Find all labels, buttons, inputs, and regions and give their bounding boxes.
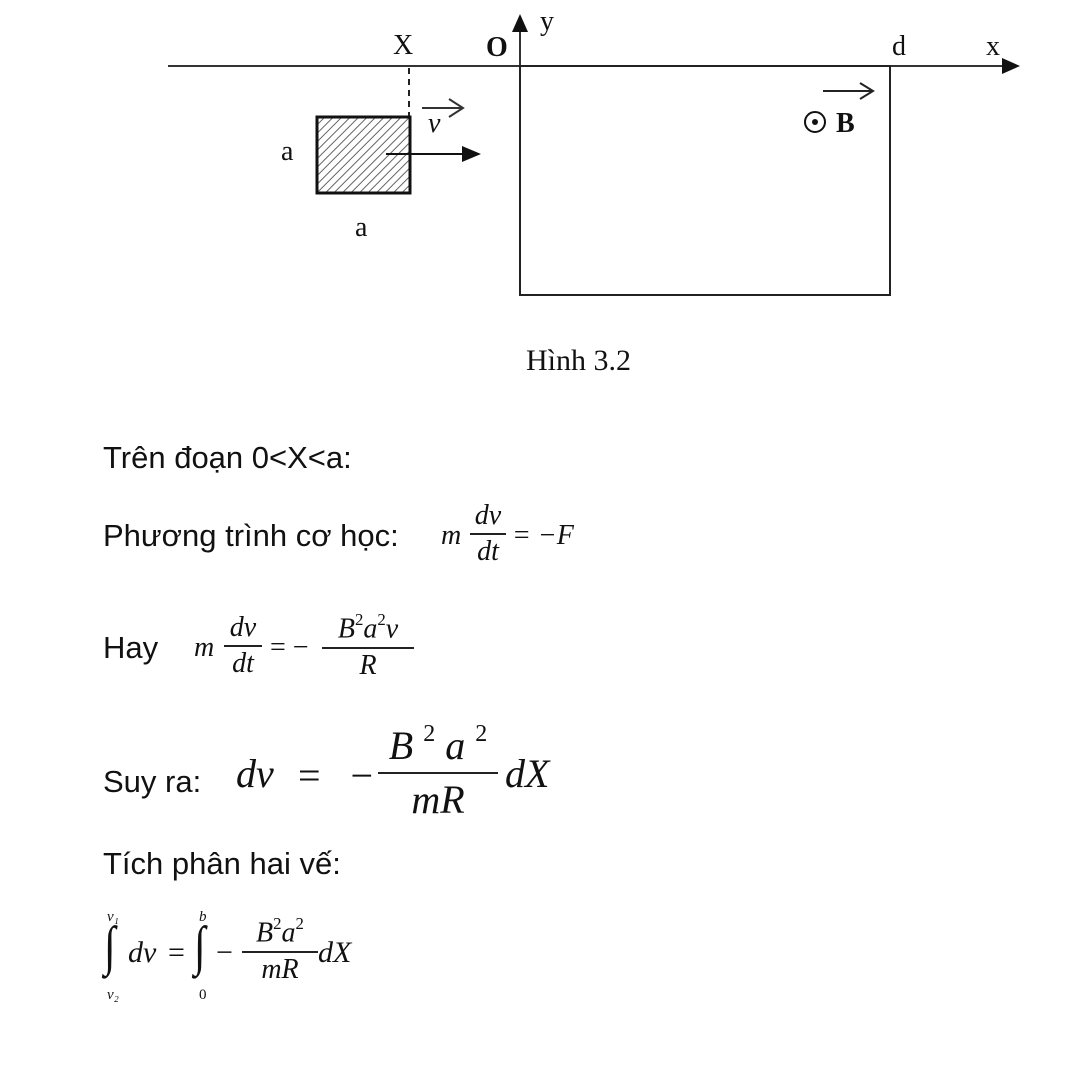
label-x-axis: x	[986, 31, 1000, 62]
segment-heading: Trên đoạn 0<X<a:	[103, 440, 352, 475]
fraction-bar	[322, 646, 414, 649]
figure-caption: Hình 3.2	[526, 344, 631, 377]
label-x-position: X	[393, 30, 414, 61]
magnetic-field-region	[519, 65, 891, 296]
eq2-mass: m	[194, 632, 215, 663]
eq1-denominator: dt	[477, 536, 499, 567]
eq3-lhs: dv	[236, 751, 274, 796]
label-magnetic-field: B	[836, 108, 855, 139]
int2-lower-limit: 0	[199, 987, 207, 1003]
eq1-rhs: = −F	[512, 520, 574, 551]
eq1-fraction: dv dt	[470, 502, 506, 566]
exp: 2	[377, 610, 386, 629]
b-vector-arrow-icon	[823, 82, 875, 100]
exp: 2	[273, 914, 282, 933]
exp: 2	[354, 610, 364, 629]
eq2-lhs-denominator: dt	[232, 648, 254, 679]
eq4-minus: −	[216, 936, 233, 969]
fraction-bar	[470, 533, 506, 535]
label-y-axis: y	[540, 6, 554, 37]
sym-B: B	[337, 613, 355, 645]
eq1-numerator: dv	[474, 500, 502, 531]
label-side-a: a	[281, 136, 294, 167]
sym-v: v	[385, 613, 399, 645]
label-origin: O	[486, 32, 508, 63]
or-label: Hay	[103, 630, 159, 665]
eq1-mass: m	[441, 520, 462, 551]
eq4-numerator: B2a2	[242, 914, 318, 949]
exp: 2	[475, 721, 488, 747]
eq2-equals-minus: = −	[270, 632, 309, 663]
eq4-integrand-lhs: dv	[128, 936, 157, 969]
eq4-equals: =	[168, 936, 185, 969]
fraction-bar	[242, 950, 318, 953]
eq3-fraction: B 2 a 2 mR	[378, 722, 498, 820]
eq3-numerator: B 2 a 2	[378, 722, 498, 766]
sym-a: a	[363, 613, 378, 645]
int1-lower-limit: v₂	[107, 987, 119, 1003]
int1-upper-limit: v₁	[107, 909, 119, 925]
eq2-rhs-numerator: B2a2v	[322, 610, 414, 645]
figure-3-2: X O y d x a a v B	[0, 0, 1076, 320]
label-velocity: v	[428, 108, 441, 139]
fraction-bar	[224, 645, 262, 647]
eq2-lhs-numerator: dv	[229, 612, 257, 643]
eq4-suffix: dX	[318, 936, 352, 969]
sym-a: a	[445, 723, 466, 768]
eq3-equals-minus: = −	[298, 753, 384, 798]
label-bottom-a: a	[355, 212, 368, 243]
diagram-svg	[168, 14, 1020, 296]
eq2-rhs-fraction: B2a2v R	[322, 610, 414, 681]
eq4-denominator: mR	[261, 953, 299, 985]
eq3-denominator: mR	[411, 777, 465, 822]
sym-B: B	[256, 917, 274, 949]
eq2-lhs-fraction: dv dt	[224, 614, 262, 678]
fraction-bar	[378, 772, 498, 774]
circle-dot-icon	[804, 111, 826, 133]
mechanics-equation-label: Phương trình cơ học:	[103, 518, 399, 553]
label-d: d	[892, 31, 906, 62]
eq3-suffix: dX	[505, 751, 550, 796]
sym-B: B	[388, 723, 414, 768]
therefore-label: Suy ra:	[103, 764, 202, 799]
integrate-both-sides-label: Tích phân hai vế:	[103, 846, 341, 881]
integral-sign-2: ∫	[194, 917, 206, 977]
eq2-rhs-denominator: R	[359, 649, 377, 681]
velocity-arrow-icon	[386, 146, 481, 162]
int2-upper-limit: b	[199, 909, 207, 925]
exp: 2	[423, 721, 436, 747]
integral-sign-1: ∫	[104, 917, 116, 977]
sym-a: a	[281, 917, 296, 949]
exp: 2	[295, 914, 304, 933]
v-vector-arrow-icon	[422, 98, 465, 118]
eq4-fraction: B2a2 mR	[242, 914, 318, 985]
